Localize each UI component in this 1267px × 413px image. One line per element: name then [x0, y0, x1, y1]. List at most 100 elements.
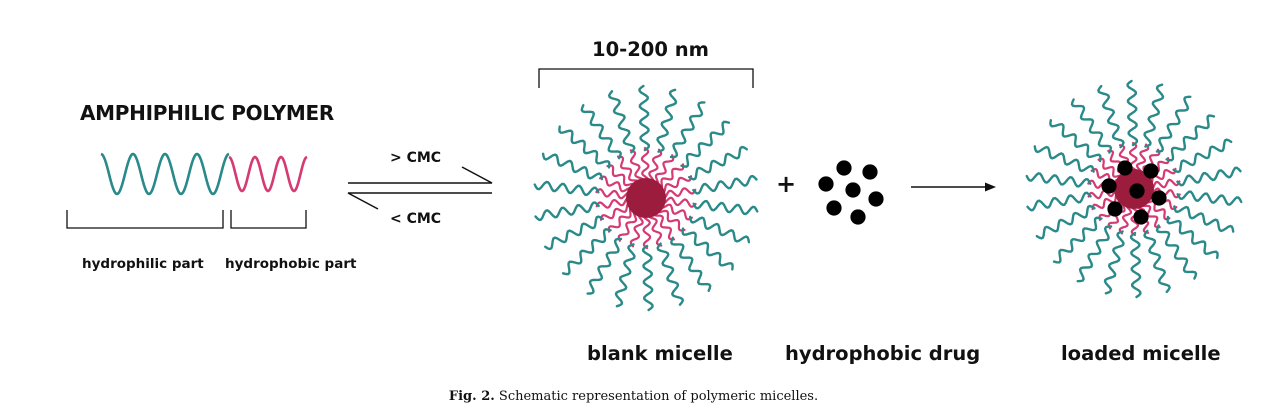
hydrophobic-drug-particles: [818, 160, 884, 225]
hydrophobic-chain: [657, 202, 693, 221]
hydrophobic-chain: [629, 210, 644, 248]
hydrophilic-chain: [1070, 98, 1113, 154]
hydrophobic-chain: [655, 205, 686, 232]
hydrophilic-chain: [688, 145, 748, 181]
drug-particle: [1129, 183, 1145, 199]
drug-particle: [826, 200, 842, 216]
hydrophobic-chain: [629, 149, 645, 186]
blank-micelle-label: blank micelle: [587, 342, 733, 365]
hydrophilic-chain: [638, 84, 650, 152]
diagram-title: AMPHIPHILIC POLYMER: [80, 101, 334, 125]
size-label: 10-200 nm: [592, 38, 709, 61]
hydrophilic-chain: [1025, 172, 1092, 188]
hydrophobic-chain: [595, 188, 634, 200]
hydrophilic-chain: [1155, 95, 1192, 153]
hydrophilic-chain: [580, 104, 622, 160]
hydrophilic-chain: [533, 180, 600, 197]
hydrophilic-chain: [656, 88, 678, 153]
hydrophilic-chain: [1052, 216, 1103, 264]
hydrophilic-chain: [1035, 204, 1096, 240]
hydrophobic-chain: [599, 201, 635, 221]
hydrophobic-wave: [228, 155, 308, 193]
hydrophobic-chain: [599, 175, 635, 194]
hydrophobic-bracket: [230, 210, 307, 229]
hydrophilic-chain: [670, 236, 712, 292]
blank-micelle: [533, 84, 759, 312]
hydrophobic-chain: [606, 164, 637, 191]
hydrophilic-chain: [1173, 205, 1235, 233]
drug-particle: [1133, 209, 1149, 225]
hydrophilic-chain: [680, 120, 731, 168]
hydrophilic-chain: [586, 237, 623, 295]
loaded-micelle: [1025, 79, 1243, 299]
drug-particle: [836, 160, 852, 176]
loaded-micelle-label: loaded micelle: [1061, 342, 1221, 365]
hydrophilic-chain: [669, 101, 706, 159]
hydrophilic-chain: [656, 242, 685, 306]
reaction-arrow: [911, 182, 996, 192]
hydrophobic-chain: [648, 148, 663, 186]
hydrophilic-chain: [1176, 190, 1243, 206]
drug-particle: [818, 176, 834, 192]
hydrophilic-chain: [681, 227, 734, 271]
hydrophobic-chain: [616, 155, 641, 188]
figure-caption: Fig. 2. Schematic representation of poly…: [0, 389, 1267, 404]
hydrophilic-chain: [692, 174, 758, 195]
size-bracket: [538, 68, 754, 88]
hydrophilic-bracket: [66, 210, 224, 229]
hydrophobic-chain: [642, 210, 652, 250]
drug-particle: [850, 209, 866, 225]
hydrophilic-chain: [1166, 215, 1219, 259]
hydrophilic-chain: [561, 228, 612, 276]
hydrophilic-chain: [1143, 83, 1165, 148]
hydrophilic-chain: [1126, 79, 1139, 147]
drug-particle: [1117, 160, 1133, 176]
hydrophilic-chain: [1172, 138, 1233, 174]
hydrophilic-chain: [1026, 191, 1092, 212]
hydrophilic-chain: [1097, 84, 1125, 149]
micelle-core: [626, 178, 666, 218]
drug-particle: [868, 191, 884, 207]
hydrophobic-chain: [655, 163, 685, 191]
plus-sign: +: [776, 170, 797, 198]
hydrophilic-part-label: hydrophilic part: [82, 256, 204, 272]
caption-text: Schematic representation of polymeric mi…: [498, 389, 819, 404]
hydrophobic-part-label: hydrophobic part: [225, 256, 357, 272]
hydrophilic-chain: [692, 199, 759, 216]
hydrophilic-chain: [1076, 225, 1113, 283]
hydrophobic-chain: [658, 187, 697, 200]
hydrophobic-chain: [651, 208, 676, 241]
hydrophilic-chain: [688, 215, 751, 244]
drug-particle: [1143, 163, 1159, 179]
hydrophilic-chain: [1155, 224, 1198, 280]
hydrophilic-chain: [1049, 119, 1102, 163]
equilibrium-arrows: [347, 166, 493, 210]
hydrophilic-chain: [1165, 114, 1216, 162]
drug-particle: [1151, 190, 1167, 206]
hydrophobic-chain: [640, 146, 650, 186]
hydrophilic-chain: [541, 152, 604, 181]
drug-particle: [845, 182, 861, 198]
hydrophilic-wave: [100, 152, 230, 196]
hydrophilic-chain: [1176, 166, 1242, 187]
hydrophobic-chain: [595, 196, 634, 209]
hydrophilic-chain: [534, 201, 600, 222]
hydrophilic-chain: [1033, 145, 1095, 173]
hydrophilic-chain: [1103, 230, 1125, 295]
hydrophobic-chain: [617, 208, 640, 242]
hydrophilic-chain: [642, 244, 654, 312]
hydrophobic-chain: [657, 175, 693, 195]
caption-prefix: Fig. 2.: [448, 389, 495, 404]
hydrophilic-chain: [614, 243, 636, 308]
hydrophobic-chain: [607, 205, 637, 233]
hydrophilic-chain: [1129, 231, 1142, 299]
hydrophilic-chain: [558, 125, 611, 169]
drug-particle: [1107, 201, 1123, 217]
hydrophilic-chain: [1143, 229, 1171, 294]
below-cmc-label: < CMC: [390, 211, 442, 227]
hydrophobic-chain: [647, 210, 663, 247]
drug-particle: [1101, 178, 1117, 194]
hydrophobic-drug-label: hydrophobic drug: [785, 342, 981, 365]
hydrophilic-chain: [544, 215, 604, 251]
